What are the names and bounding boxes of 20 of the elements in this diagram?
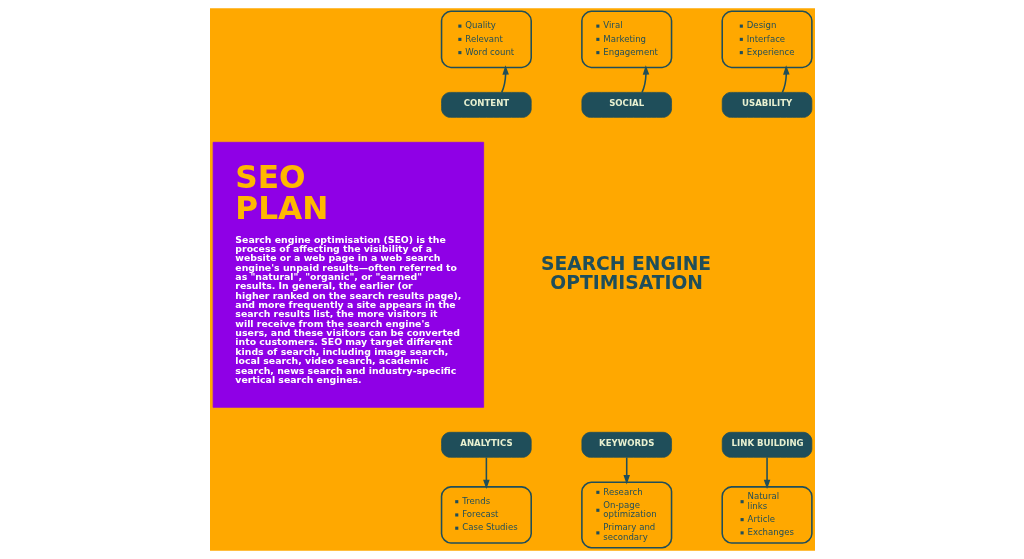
- arrow: [640, 65, 649, 94]
- node-box: Viral Marketing Engagement: [580, 10, 672, 69]
- node-box: KEYWORDS: [581, 431, 672, 458]
- node-box: Trends Forecast Case Studies: [440, 486, 532, 544]
- node-box: Natural links Article Exchanges: [720, 486, 813, 544]
- label: SEARCH ENGINE OPTIMISATION: [540, 253, 711, 294]
- arrow: [763, 456, 770, 490]
- node-box: Research On-page optimization Primary and secondary: [580, 481, 672, 549]
- node-box: Design Interface Experience: [720, 10, 813, 69]
- arrow: [622, 456, 630, 485]
- node-box: LINK BUILDING: [721, 431, 812, 458]
- node-box: SEO PLAN Search engine optimisation (SEO) is the process of affecting the visibility of a website or a web page in a web search engine's unpaid results—often referred to as "natural", "organic", or "earned" results. In general, the earlier (or higher ranked on the search results page), and more frequently a site appears in the search results list, the more visitors it will receive from the search engine's users, and these visitors can be converted into customers. SEO may target different kinds of search, including image search, local search, video search, academic search, news search and industry-specific vertical search engines.: [212, 141, 484, 408]
- node-box: USABILITY: [721, 92, 812, 118]
- arrow: [781, 65, 790, 94]
- node-box: Quality Relevant Word count: [440, 10, 532, 69]
- node-box: SOCIAL: [581, 92, 672, 118]
- node-box: ANALYTICS: [440, 431, 532, 458]
- arrow: [500, 65, 509, 94]
- arrow: [482, 456, 490, 490]
- node-box: CONTENT: [440, 92, 532, 118]
